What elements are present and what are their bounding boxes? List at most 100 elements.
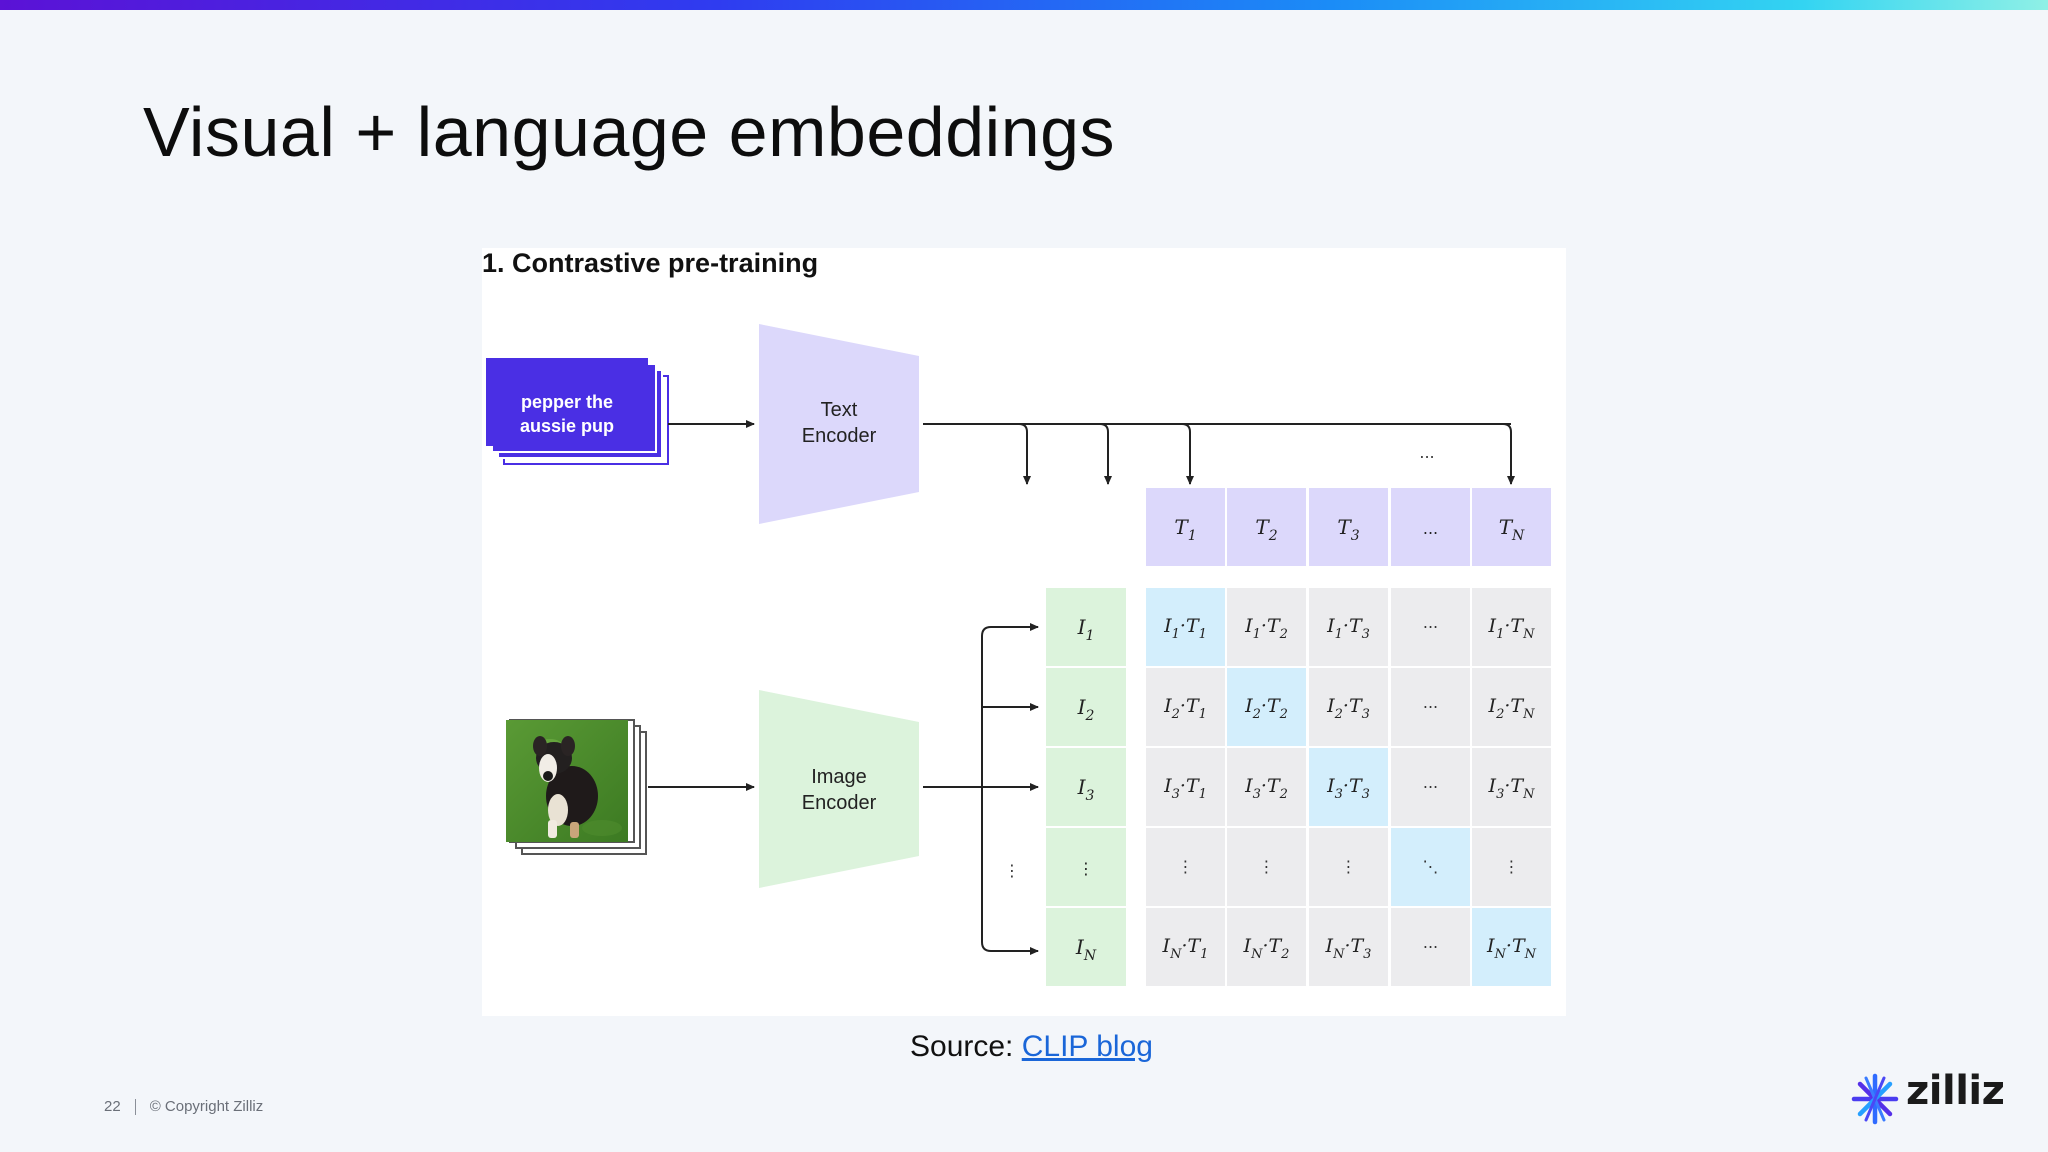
image-embedding-cell: [1046, 588, 1126, 666]
matrix-product-label: I1·T2: [1244, 615, 1288, 642]
image-encoder-label-2: Encoder: [802, 792, 877, 814]
matrix-vertical-ellipsis: ⋮: [1178, 857, 1194, 876]
matrix-cell: [1146, 668, 1225, 746]
image-encoder: Image Encoder: [759, 690, 919, 888]
image-embedding-cell: [1046, 908, 1126, 986]
matrix-diagonal-cell: [1391, 828, 1470, 906]
matrix-product-label: I1·T3: [1326, 615, 1370, 642]
matrix-cell: [1391, 668, 1470, 746]
text-input-card-stack: pepper the aussie pup: [486, 358, 669, 465]
clip-diagram-svg: 1. Contrastive pre-training pepper the a…: [482, 248, 1551, 986]
page-number: 22: [104, 1098, 121, 1115]
image-embedding-label: I2: [1077, 695, 1095, 724]
matrix-product-label: IN·T1: [1162, 935, 1209, 962]
text-encoder-label-1: Text: [821, 399, 858, 421]
matrix-cell: [1227, 908, 1306, 986]
zilliz-logo: zilliz: [1848, 1068, 2008, 1128]
text-encoder-label-2: Encoder: [802, 425, 877, 447]
matrix-product-label: I2·T3: [1326, 695, 1370, 722]
image-embedding-label: I1: [1077, 615, 1095, 644]
matrix-cell: [1391, 748, 1470, 826]
matrix-cell: [1472, 588, 1551, 666]
matrix-cell: [1309, 828, 1388, 906]
text-embedding-label: ...: [1423, 519, 1438, 538]
source-prefix: Source:: [910, 1030, 1022, 1063]
zilliz-star-icon: [1851, 1073, 1899, 1125]
matrix-diagonal-cell: [1309, 748, 1388, 826]
image-embedding-cell: [1046, 668, 1126, 746]
matrix-cell: [1146, 828, 1225, 906]
matrix-cell: [1472, 748, 1551, 826]
matrix-product-label: IN·T2: [1243, 935, 1290, 962]
text-card-line-2: aussie pup: [520, 416, 614, 436]
matrix-product-label: I1·TN: [1488, 615, 1536, 642]
text-encoder: Text Encoder: [759, 324, 919, 524]
image-embedding-label: IN: [1075, 935, 1097, 964]
text-embedding-row: T1 T2 T3... TN: [1146, 488, 1551, 566]
image-embedding-cell: [1046, 828, 1126, 906]
text-embedding-cell: [1472, 488, 1551, 566]
top-gradient-bar: [0, 0, 2048, 10]
clip-diagram: 1. Contrastive pre-training pepper the a…: [482, 248, 1566, 1016]
matrix-cell: [1391, 908, 1470, 986]
slide-title: Visual + language embeddings: [143, 93, 1116, 171]
clip-blog-link[interactable]: CLIP blog: [1021, 1030, 1153, 1063]
matrix-cell: [1146, 748, 1225, 826]
matrix-product-label: I3·T1: [1163, 775, 1207, 802]
matrix-diagonal-cell: [1146, 588, 1225, 666]
matrix-product-label: I2·T1: [1163, 695, 1207, 722]
image-embedding-cell: [1046, 748, 1126, 826]
matrix-product-label: I2·T2: [1244, 695, 1288, 722]
matrix-cell: [1146, 908, 1225, 986]
side-vertical-ellipsis: ⋮: [1004, 861, 1020, 880]
matrix-product-label: I2·TN: [1488, 695, 1536, 722]
matrix-cell: [1227, 588, 1306, 666]
footer-separator: [134, 1099, 136, 1116]
matrix-diagonal-ellipsis: ⋱: [1423, 857, 1439, 876]
matrix-cell: [1309, 908, 1388, 986]
text-embedding-label: T2: [1255, 515, 1277, 544]
slide-footer: 22 © Copyright Zilliz: [104, 1098, 264, 1116]
zilliz-wordmark: zilliz: [1906, 1068, 2005, 1114]
matrix-horizontal-ellipsis: ...: [1423, 693, 1438, 712]
text-embedding-label: T1: [1174, 515, 1196, 544]
text-output-arrows: [923, 423, 1515, 485]
matrix-horizontal-ellipsis: ...: [1423, 773, 1438, 792]
matrix-product-label: IN·TN: [1486, 935, 1537, 962]
text-embedding-label: TN: [1499, 515, 1525, 544]
matrix-cell: [1309, 588, 1388, 666]
matrix-product-label: I3·T2: [1244, 775, 1288, 802]
similarity-matrix: I1·T1 I1·T2 I1·T3... I1·TN I2·T1 I2·T2 I2·T3..…: [1146, 588, 1551, 986]
top-ellipsis: ...: [1419, 443, 1434, 462]
matrix-diagonal-cell: [1472, 908, 1551, 986]
matrix-product-label: I3·TN: [1488, 775, 1536, 802]
puppy-image-stack: [506, 719, 647, 855]
text-embedding-cell: [1309, 488, 1388, 566]
matrix-product-label: IN·T3: [1325, 935, 1372, 962]
matrix-vertical-ellipsis: ⋮: [1259, 857, 1275, 876]
matrix-cell: [1472, 668, 1551, 746]
image-embedding-label: ⋮: [1078, 859, 1094, 878]
matrix-horizontal-ellipsis: ...: [1423, 933, 1438, 952]
matrix-horizontal-ellipsis: ...: [1423, 613, 1438, 632]
matrix-cell: [1309, 668, 1388, 746]
image-encoder-label-1: Image: [811, 766, 867, 788]
matrix-vertical-ellipsis: ⋮: [1341, 857, 1357, 876]
figure-heading: 1. Contrastive pre-training: [482, 248, 818, 278]
text-embedding-cell: [1227, 488, 1306, 566]
matrix-cell: [1472, 828, 1551, 906]
image-output-arrows: [923, 623, 1039, 955]
matrix-cell: [1227, 828, 1306, 906]
matrix-product-label: I1·T1: [1163, 615, 1207, 642]
matrix-diagonal-cell: [1227, 668, 1306, 746]
matrix-cell: [1227, 748, 1306, 826]
matrix-vertical-ellipsis: ⋮: [1504, 857, 1520, 876]
copyright-text: © Copyright Zilliz: [149, 1098, 264, 1115]
text-embedding-cell: [1391, 488, 1470, 566]
source-caption: Source: CLIP blog: [910, 1030, 1153, 1064]
text-embedding-cell: [1146, 488, 1225, 566]
text-embedding-label: T3: [1337, 515, 1359, 544]
text-card-line-1: pepper the: [521, 392, 613, 412]
image-embedding-label: I3: [1077, 775, 1095, 804]
